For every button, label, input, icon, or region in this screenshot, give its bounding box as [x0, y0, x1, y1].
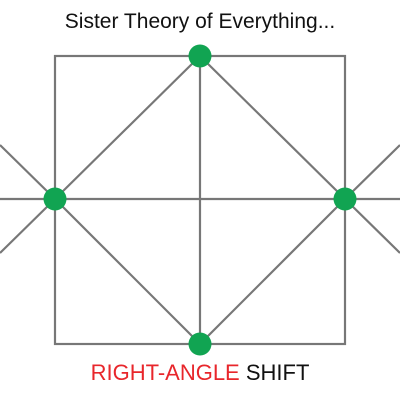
- node-right: [333, 187, 357, 211]
- node-top: [188, 44, 212, 68]
- node-left: [43, 187, 67, 211]
- diagram-title: Sister Theory of Everything...: [64, 10, 336, 33]
- extension-left-lower: [0, 198, 56, 254]
- caption-rest: SHIFT: [239, 360, 310, 385]
- diamond-edge-bottom-right: [199, 198, 346, 345]
- extension-left-upper: [0, 144, 56, 200]
- extension-right-lower: [344, 198, 400, 254]
- node-bottom: [188, 332, 212, 356]
- extension-right-upper: [344, 144, 400, 200]
- caption-highlight: RIGHT-ANGLE: [90, 360, 240, 385]
- diagram-caption: RIGHT-ANGLE SHIFT: [0, 360, 400, 386]
- diamond-edge-top-left: [54, 55, 201, 200]
- diamond-edge-bottom-left: [54, 198, 201, 345]
- diamond-edge-top-right: [199, 55, 346, 200]
